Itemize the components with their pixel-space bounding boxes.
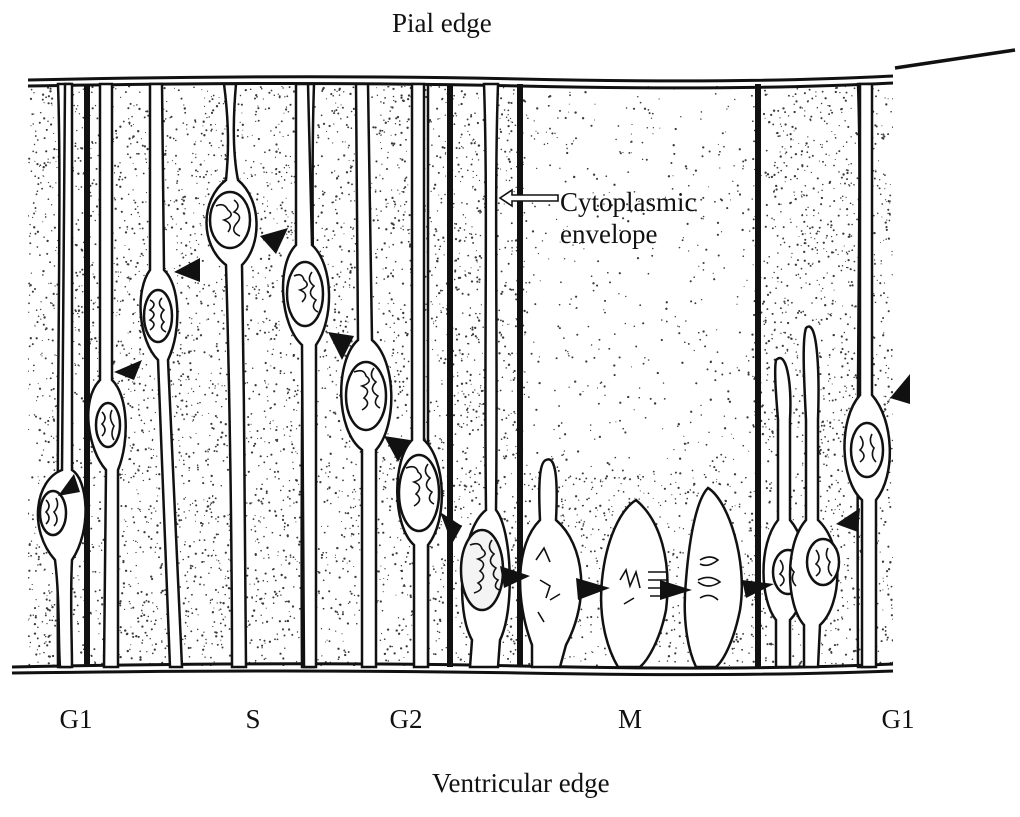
cell-body (141, 84, 182, 667)
nucleus (210, 192, 250, 248)
neuroepithelial-cells (38, 84, 890, 667)
phase-label-g1-right: G1 (882, 706, 915, 733)
mitotic-cell (520, 459, 581, 667)
nucleus (144, 290, 172, 342)
cell-body-g1 (844, 84, 889, 667)
cytoplasmic-envelope-label: Cytoplasmic envelope (560, 186, 697, 250)
phase-label-g2: G2 (390, 706, 423, 733)
nucleus (807, 539, 839, 585)
phase-label-s: S (245, 706, 260, 733)
phase-label-g1-left: G1 (60, 706, 93, 733)
cell-body-g2 (397, 84, 442, 667)
ventricular-edge-label: Ventricular edge (432, 770, 610, 797)
phase-label-m: M (618, 706, 642, 733)
cell-body (88, 84, 125, 667)
arrowhead (836, 508, 860, 532)
cytoplasmic-envelope-label-line2: envelope (560, 218, 697, 250)
arrowhead (260, 228, 288, 254)
nucleus (96, 403, 120, 447)
cytoplasmic-envelope-pointer (500, 190, 558, 206)
cell-body (790, 327, 837, 667)
arrowhead (174, 258, 200, 282)
cell-body-s (207, 84, 257, 667)
arrowhead (890, 374, 910, 404)
mitotic-cell (601, 500, 667, 667)
nucleus (461, 530, 503, 610)
cell-body (283, 84, 329, 667)
pial-edge-label: Pial edge (392, 10, 492, 37)
nucleus (851, 423, 883, 477)
pointer-line (895, 50, 1015, 68)
cytoplasmic-envelope-label-line1: Cytoplasmic (560, 186, 697, 218)
nucleus (40, 491, 66, 535)
nucleus (399, 455, 439, 531)
